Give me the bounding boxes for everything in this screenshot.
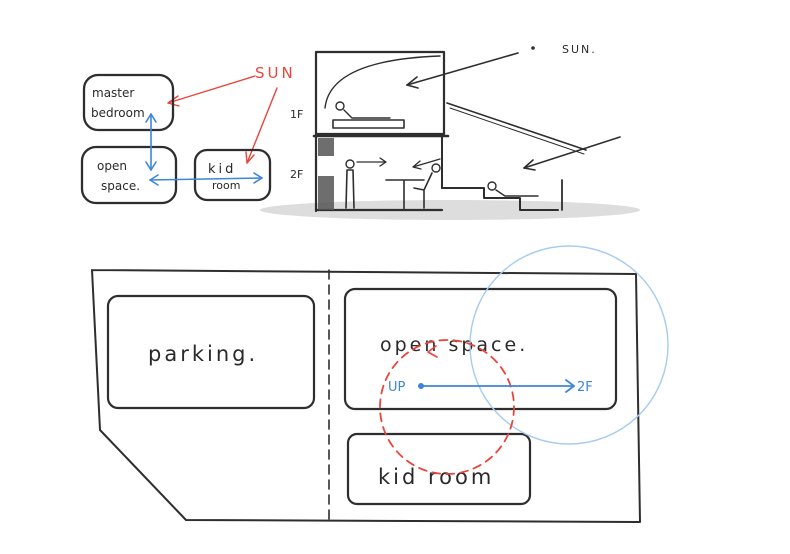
kid-room-bubble bbox=[193, 148, 272, 202]
figure-lying-head-1f bbox=[335, 101, 345, 111]
hatched-wall-bottom bbox=[318, 176, 334, 210]
stair-direction-arrowhead bbox=[427, 345, 438, 358]
master-bedroom-bubble bbox=[82, 73, 175, 132]
parking-label: parking. bbox=[148, 342, 258, 366]
floor-label-1f: 1F bbox=[290, 108, 303, 121]
sun-ray-lower bbox=[523, 136, 621, 169]
open-space-bubble bbox=[80, 145, 178, 205]
up-to-2f-arrowhead bbox=[565, 379, 575, 393]
kid-room-area bbox=[346, 432, 532, 506]
bubble-diagram: SUN master bedroom open space. kid room bbox=[80, 64, 296, 205]
movement-arrow-left bbox=[412, 158, 441, 170]
floor-plan: parking. open space. kid room UP 2F bbox=[91, 245, 669, 523]
kid-room-label-line1: kid bbox=[208, 162, 236, 177]
sun-arrow-to-master bbox=[167, 75, 256, 104]
section-sun-label: SUN. bbox=[562, 43, 597, 56]
circulation-horizontal bbox=[149, 177, 263, 181]
figure-seated-body bbox=[413, 172, 433, 209]
up-label: UP bbox=[388, 380, 406, 395]
building-outline-upper bbox=[314, 50, 446, 136]
roof-curve bbox=[324, 55, 441, 109]
open-space-label-line2: space. bbox=[101, 179, 140, 193]
kid-room-label: kid room bbox=[378, 465, 494, 489]
movement-arrow-right bbox=[356, 157, 387, 167]
circulation-vertical-head-top bbox=[145, 113, 157, 123]
circulation-horizontal-head-left bbox=[149, 174, 159, 186]
sun-ray-lower-head bbox=[523, 159, 536, 171]
figure-standing-head bbox=[345, 159, 355, 169]
sun-arrow-head-kid bbox=[245, 151, 255, 164]
table bbox=[385, 179, 425, 211]
master-bedroom-label-line2: bedroom bbox=[91, 106, 145, 120]
master-bedroom-label-line1: master bbox=[92, 86, 134, 100]
bubble-sun-label: SUN bbox=[255, 64, 296, 82]
sun-ray-upper bbox=[406, 52, 519, 86]
floor-label-2f: 2F bbox=[290, 168, 303, 181]
section-sketch: SUN. 1F 2F bbox=[260, 43, 640, 220]
site-outline bbox=[91, 269, 641, 523]
roof-hatch-line bbox=[446, 102, 587, 151]
circulation-horizontal-head-right bbox=[253, 172, 263, 184]
parking-area bbox=[106, 294, 316, 410]
figure-lying-body-1f bbox=[343, 109, 391, 119]
stair-circle-dashed bbox=[379, 339, 515, 475]
figure-lying-body-2f bbox=[495, 189, 539, 197]
figure-standing-body bbox=[345, 169, 355, 209]
to-2f-label: 2F bbox=[577, 380, 593, 395]
sun-dot bbox=[531, 46, 535, 50]
bed-1f bbox=[332, 119, 405, 129]
roof-hatch-line-2 bbox=[449, 107, 585, 155]
kid-room-label-line2: room bbox=[212, 179, 240, 192]
figure-lying-head-2f bbox=[487, 181, 497, 191]
hatched-wall-top bbox=[318, 138, 334, 156]
open-space-label: open space. bbox=[380, 334, 528, 356]
figure-seated-head bbox=[431, 163, 441, 173]
open-space-label-line1: open bbox=[97, 159, 127, 173]
lower-deck bbox=[441, 187, 559, 211]
ground-shadow bbox=[260, 200, 640, 220]
circulation-vertical-head-bottom bbox=[145, 161, 157, 171]
open-space-area bbox=[343, 287, 618, 411]
sun-ray-upper-head bbox=[406, 76, 419, 89]
